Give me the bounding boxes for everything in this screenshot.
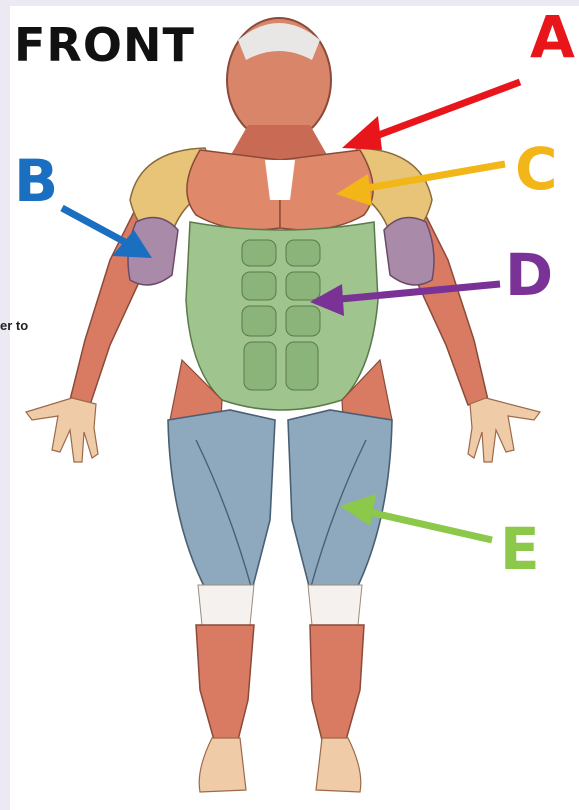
- arrow-a: [360, 82, 520, 142]
- left-hand: [26, 398, 98, 462]
- label-d: D: [505, 246, 553, 304]
- label-c: C: [515, 140, 558, 198]
- label-a: A: [530, 8, 575, 66]
- body-figure: [26, 18, 540, 792]
- right-biceps: [384, 218, 434, 285]
- right-foot: [316, 738, 361, 792]
- abdomen: [186, 222, 378, 410]
- label-b: B: [14, 152, 58, 210]
- left-foot: [199, 738, 246, 792]
- arrow-a-head: [342, 116, 382, 150]
- label-e: E: [500, 520, 540, 578]
- left-lower-leg: [196, 625, 254, 740]
- right-lower-leg: [310, 625, 364, 740]
- right-hand: [468, 398, 540, 462]
- right-knee: [308, 585, 362, 625]
- left-knee: [198, 585, 254, 625]
- sternum: [265, 160, 295, 200]
